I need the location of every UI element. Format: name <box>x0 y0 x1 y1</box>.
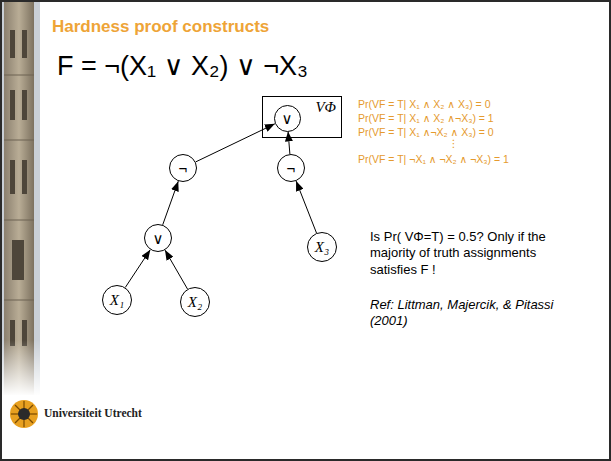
operator-node: ∨ <box>274 105 301 132</box>
node-label: X₁ <box>110 293 124 308</box>
tower-windows <box>10 30 27 346</box>
photo-sky <box>0 0 40 395</box>
probability-line: Pr(VF = T| X₁ ∧ X₂ ∧¬X₃) = 1 <box>358 112 494 125</box>
arrow-connector <box>296 181 316 233</box>
probability-line: Pr(VF = T| X₁ ∧ X₂ ∧ X₃) = 0 <box>358 98 491 111</box>
output-box: VΦ ∨ <box>262 96 342 138</box>
formula: F = ¬(X₁ ∨ X₂) ∨ ¬X₃ <box>57 50 308 84</box>
node-label: ¬ <box>287 161 296 176</box>
arrow-connector <box>163 181 179 225</box>
operator-node: ¬ <box>169 154 197 182</box>
variable-node: X₃ <box>307 232 337 262</box>
probability-line: Pr(VF = T| X₁ ∧¬X₂ ∧ X₃) = 0 <box>358 126 494 139</box>
photo-fade <box>0 340 40 396</box>
node-label: X₃ <box>315 240 329 255</box>
university-logo <box>10 400 38 428</box>
question-note: Is Pr( VΦ=T) = 0.5? Only if the majority… <box>370 229 560 278</box>
university-name: Universiteit Utrecht <box>44 406 142 420</box>
variable-node: X₂ <box>180 287 210 317</box>
variable-node: X₁ <box>102 285 132 315</box>
output-label: VΦ <box>315 100 336 115</box>
operator-node: ∨ <box>144 224 172 252</box>
reference-note: Ref: Littman, Majercik, & Pitassi (2001) <box>370 297 560 330</box>
node-label: X₂ <box>188 295 202 310</box>
ellipsis: ⋮ <box>448 137 459 150</box>
tower-ledges <box>4 75 34 300</box>
node-label: ¬ <box>179 161 188 176</box>
arrow-connector <box>165 250 187 289</box>
tower-photo <box>4 0 34 395</box>
probability-line: Pr(VF = T| ¬X₁ ∧ ¬X₂ ∧ ¬X₃) = 1 <box>358 153 509 166</box>
arrow-connector <box>288 131 290 154</box>
node-label: ∨ <box>282 111 293 126</box>
arrow-connector <box>125 250 150 288</box>
node-label: ∨ <box>153 231 164 246</box>
operator-node: ¬ <box>277 154 305 182</box>
slide-title: Hardness proof constructs <box>52 17 269 37</box>
